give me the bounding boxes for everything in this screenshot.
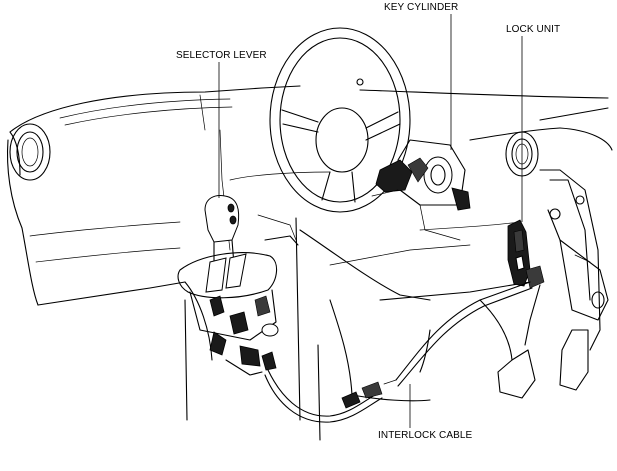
left-air-vent <box>9 123 51 181</box>
leader-lines <box>218 14 523 428</box>
dashboard-outline <box>6 85 613 441</box>
lock-unit-label: LOCK UNIT <box>506 24 561 35</box>
interlock-cable-label: INTERLOCK CABLE <box>378 430 473 441</box>
selector-lever-label: SELECTOR LEVER <box>176 50 267 61</box>
key-cylinder-label: KEY CYLINDER <box>384 2 459 13</box>
selector-lever-assembly <box>177 195 299 376</box>
key-cylinder-assembly <box>371 139 471 241</box>
steering-wheel <box>269 27 411 213</box>
interlock-cable <box>264 281 533 423</box>
lock-unit <box>507 219 545 289</box>
pedal-assembly <box>497 169 609 399</box>
